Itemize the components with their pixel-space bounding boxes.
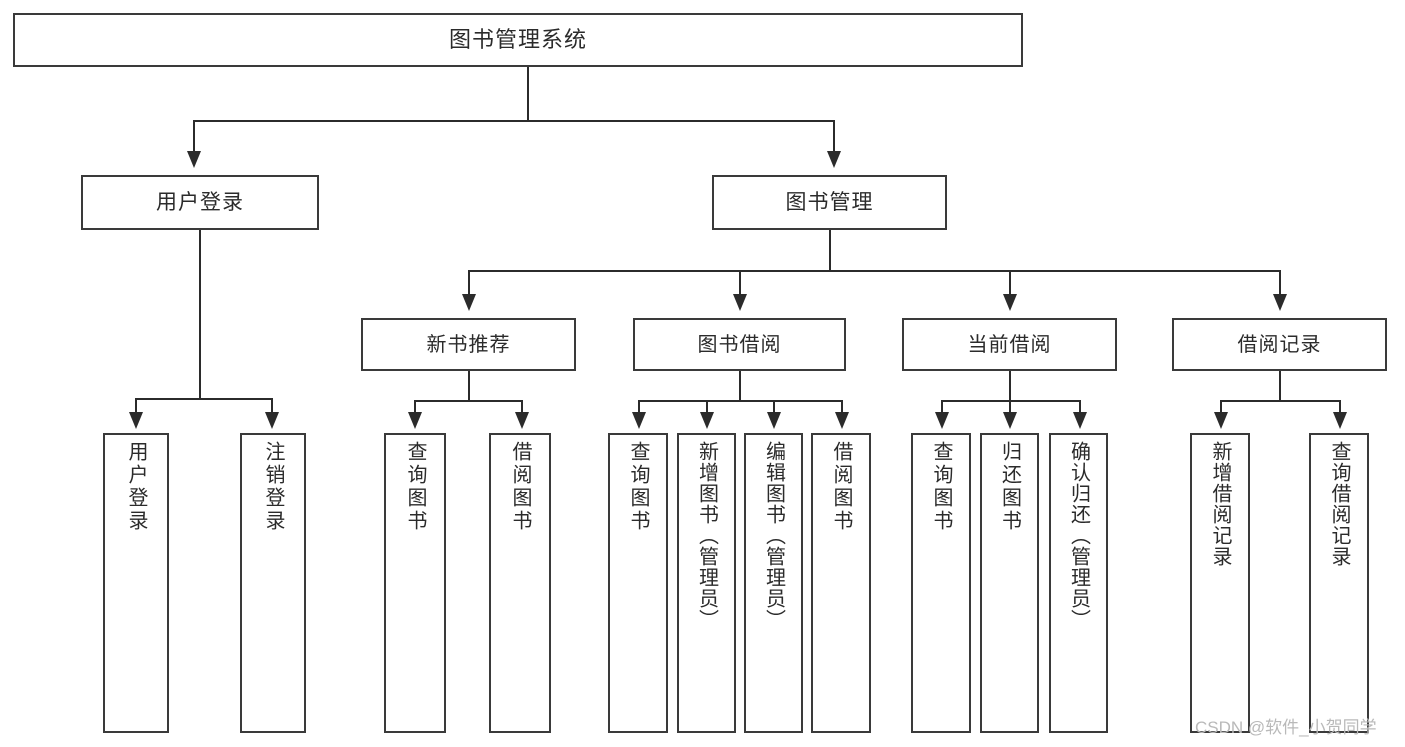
node-leaf-query-borrow-record[interactable]: 查询借阅记录 [1309, 433, 1369, 733]
node-label: 新书推荐 [426, 333, 511, 356]
arrow-br-leaf-2 [1333, 412, 1347, 429]
watermark-csdn: CSDN @软件_小贺同学 [1195, 718, 1377, 737]
arrow-bb-leaf-1 [632, 412, 646, 429]
node-label: 用户登录 [125, 441, 147, 533]
node-leaf-user-login[interactable]: 用户登录 [103, 433, 169, 733]
arrow-cb-leaf-3 [1073, 412, 1087, 429]
connector-user-login-bus [135, 398, 272, 400]
arrow-root-to-book-management [827, 151, 841, 168]
connector-bb-drop-2 [706, 400, 708, 416]
arrow-user-login-leaf-2 [265, 412, 279, 429]
arrow-bm-to-book-borrow [733, 294, 747, 311]
node-label: 确认归还（管理员） [1067, 441, 1090, 630]
arrow-bb-leaf-4 [835, 412, 849, 429]
connector-bm-drop-2 [739, 270, 741, 298]
connector-user-login-drop-1 [135, 398, 137, 416]
connector-bb-bus [638, 400, 843, 402]
node-leaf-add-book-admin[interactable]: 新增图书（管理员） [677, 433, 736, 733]
node-leaf-borrow-book[interactable]: 借阅图书 [811, 433, 871, 733]
node-label: 注销登录 [262, 441, 284, 533]
connector-bb-drop-1 [638, 400, 640, 416]
connector-br-drop-1 [1220, 400, 1222, 416]
connector-br-drop-2 [1339, 400, 1341, 416]
node-label: 图书管理系统 [448, 26, 587, 52]
node-leaf-query-book-borrow[interactable]: 查询图书 [608, 433, 668, 733]
arrow-br-leaf-1 [1214, 412, 1228, 429]
arrow-nbr-leaf-1 [408, 412, 422, 429]
arrow-nbr-leaf-2 [515, 412, 529, 429]
node-label: 查询图书 [404, 441, 426, 533]
node-label: 图书管理 [785, 190, 874, 214]
arrow-bb-leaf-2 [700, 412, 714, 429]
connector-bm-drop-1 [468, 270, 470, 298]
arrow-bm-to-new-book [462, 294, 476, 311]
node-new-book-recommend[interactable]: 新书推荐 [361, 318, 576, 371]
node-label: 用户登录 [156, 190, 244, 214]
connector-bb-drop-3 [773, 400, 775, 416]
node-leaf-return-book[interactable]: 归还图书 [980, 433, 1039, 733]
node-label: 当前借阅 [967, 333, 1052, 356]
connector-book-management-bus [468, 270, 1280, 272]
node-borrow-record[interactable]: 借阅记录 [1172, 318, 1387, 371]
connector-cb-drop-1 [941, 400, 943, 416]
node-label: 查询图书 [627, 441, 649, 533]
node-label: 借阅记录 [1237, 333, 1322, 356]
connector-bb-stem [739, 371, 741, 400]
node-label: 新增图书（管理员） [695, 441, 718, 630]
connector-bm-drop-3 [1009, 270, 1011, 298]
node-label: 编辑图书（管理员） [762, 441, 785, 630]
node-root-book-management-system[interactable]: 图书管理系统 [13, 13, 1023, 67]
connector-book-management-stem [829, 230, 831, 270]
arrow-bm-to-current-borrow [1003, 294, 1017, 311]
node-current-borrow[interactable]: 当前借阅 [902, 318, 1117, 371]
node-label: 查询借阅记录 [1328, 441, 1350, 567]
node-book-borrow[interactable]: 图书借阅 [633, 318, 846, 371]
arrow-root-to-user-login [187, 151, 201, 168]
node-user-login[interactable]: 用户登录 [81, 175, 319, 230]
node-label: 新增借阅记录 [1209, 441, 1231, 567]
connector-root-stem [527, 67, 529, 120]
node-book-management[interactable]: 图书管理 [712, 175, 947, 230]
node-leaf-borrow-book-recommend[interactable]: 借阅图书 [489, 433, 551, 733]
connector-cb-drop-3 [1079, 400, 1081, 416]
node-label: 借阅图书 [509, 441, 531, 533]
arrow-bm-to-borrow-record [1273, 294, 1287, 311]
arrow-user-login-leaf-1 [129, 412, 143, 429]
node-leaf-logout[interactable]: 注销登录 [240, 433, 306, 733]
connector-cb-drop-2 [1009, 400, 1011, 416]
node-label: 查询图书 [930, 441, 952, 533]
connector-user-login-drop-2 [271, 398, 273, 416]
connector-root-to-book-management [833, 120, 835, 155]
connector-root-bus [193, 120, 835, 122]
connector-root-to-user-login [193, 120, 195, 155]
arrow-cb-leaf-2 [1003, 412, 1017, 429]
connector-user-login-stem [199, 230, 201, 398]
connector-bm-drop-4 [1279, 270, 1281, 298]
node-label: 归还图书 [998, 441, 1021, 533]
node-leaf-add-borrow-record[interactable]: 新增借阅记录 [1190, 433, 1250, 733]
arrow-bb-leaf-3 [767, 412, 781, 429]
node-leaf-query-book-current[interactable]: 查询图书 [911, 433, 971, 733]
node-leaf-confirm-return-admin[interactable]: 确认归还（管理员） [1049, 433, 1108, 733]
node-leaf-query-book-recommend[interactable]: 查询图书 [384, 433, 446, 733]
arrow-cb-leaf-1 [935, 412, 949, 429]
connector-nbr-stem [468, 371, 470, 400]
connector-nbr-bus [414, 400, 522, 402]
connector-br-stem [1279, 371, 1281, 400]
node-label: 图书借阅 [697, 333, 782, 356]
connector-nbr-drop-2 [521, 400, 523, 416]
connector-nbr-drop-1 [414, 400, 416, 416]
connector-bb-drop-4 [841, 400, 843, 416]
connector-br-bus [1220, 400, 1340, 402]
node-leaf-edit-book-admin[interactable]: 编辑图书（管理员） [744, 433, 803, 733]
connector-cb-stem [1009, 371, 1011, 400]
node-label: 借阅图书 [830, 441, 852, 533]
